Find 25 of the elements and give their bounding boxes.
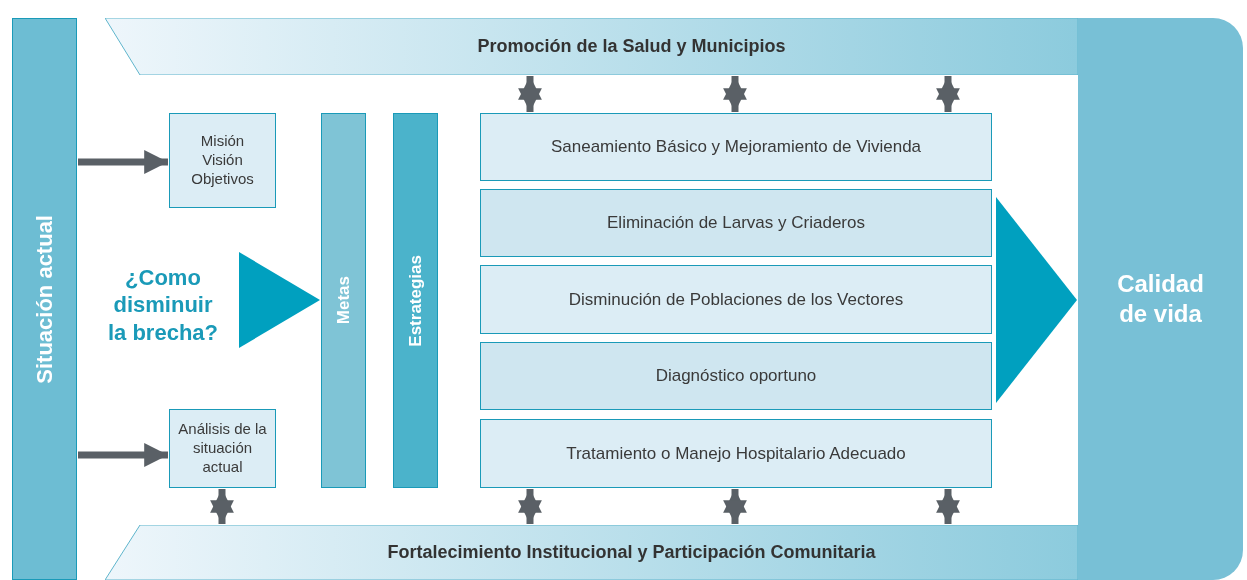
- question-text: ¿Como disminuir la brecha?: [88, 255, 238, 355]
- double-arrow: [210, 489, 234, 524]
- vertical-bar: Estrategias: [393, 113, 438, 488]
- double-arrow: [936, 489, 960, 524]
- double-arrow: [723, 489, 747, 524]
- arrow: [78, 443, 168, 467]
- process-box: Disminución de Poblaciones de los Vectores: [480, 265, 992, 334]
- process-box: Tratamiento o Manejo Hospitalario Adecuado: [480, 419, 992, 488]
- arrow: [78, 150, 168, 174]
- double-arrow: [936, 76, 960, 112]
- banner-band: Promoción de la Salud y Municipios: [105, 18, 1078, 75]
- process-box: Análisis de la situación actual: [169, 409, 276, 488]
- process-box: Diagnóstico oportuno: [480, 342, 992, 410]
- banner-band: Fortalecimiento Institucional y Participación Comunitaria: [105, 525, 1078, 580]
- vertical-bar: Situación actual: [12, 18, 77, 580]
- chevron-arrow: [239, 252, 320, 348]
- double-arrow: [723, 76, 747, 112]
- process-box: Misión Visión Objetivos: [169, 113, 276, 208]
- double-arrow: [518, 489, 542, 524]
- process-box: Eliminación de Larvas y Criaderos: [480, 189, 992, 257]
- double-arrow: [518, 76, 542, 112]
- process-box: Saneamiento Básico y Mejoramiento de Vivienda: [480, 113, 992, 181]
- vertical-bar: Metas: [321, 113, 366, 488]
- chevron-arrow: [996, 197, 1077, 403]
- outcome-panel: Calidad de vida: [1078, 18, 1243, 580]
